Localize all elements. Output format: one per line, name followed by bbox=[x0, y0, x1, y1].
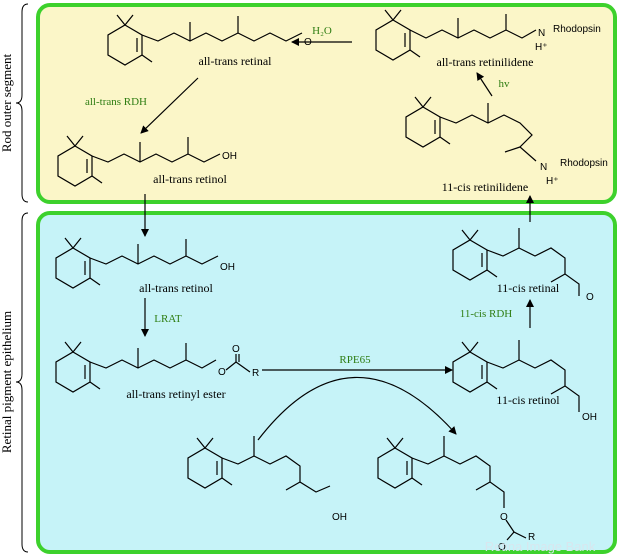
watermark: Retina Image Bank bbox=[485, 539, 596, 554]
all-trans-retinol-rod-structure bbox=[57, 135, 221, 187]
retinol-rod-oh: OH bbox=[222, 151, 237, 162]
all-trans-rdh-label: all-trans RDH bbox=[85, 96, 147, 108]
ester-r-group: R bbox=[252, 368, 259, 379]
bottom-cis-ester-structure bbox=[377, 436, 527, 541]
hv-label: hv bbox=[499, 78, 511, 90]
rpe65-curved-arrow bbox=[257, 376, 457, 441]
proton-top: H⁺ bbox=[535, 42, 548, 53]
cis-retinilidene-label: 11-cis retinilidene bbox=[442, 180, 529, 194]
lrat-label: LRAT bbox=[154, 313, 182, 325]
ester-ring-oxygen: O bbox=[218, 367, 226, 378]
retinyl-ester-structure bbox=[55, 341, 251, 393]
all-trans-retinal-structure bbox=[107, 14, 303, 66]
all-trans-rdh-arrow bbox=[140, 77, 199, 134]
proton-cis: H⁺ bbox=[546, 176, 559, 187]
rod-outer-segment-label: Rod outer segment bbox=[0, 54, 14, 153]
cis-retinal-label: 11-cis retinal bbox=[497, 281, 560, 295]
bottom-cis-retinol-oh: OH bbox=[332, 512, 347, 523]
rhodopsin-cis: Rhodopsin bbox=[560, 158, 608, 169]
cis-rdh-label: 11-cis RDH bbox=[460, 308, 513, 320]
rpe-panel bbox=[36, 211, 617, 554]
retinol-rpe-oh: OH bbox=[220, 262, 235, 273]
all-trans-retinilidene-label: all-trans retinilidene bbox=[437, 55, 534, 69]
all-trans-retinol-rod-label: all-trans retinol bbox=[153, 172, 227, 186]
all-trans-retinol-rpe-structure bbox=[55, 237, 219, 289]
bottom-ester-carbonyl-oxygen: O bbox=[498, 542, 506, 553]
cis-retinilidene-structure bbox=[405, 96, 537, 162]
hv-arrow bbox=[476, 72, 493, 97]
cis-retinol-structure bbox=[452, 340, 580, 412]
bottom-ester-r-group: R bbox=[528, 532, 535, 543]
all-trans-retinol-rpe-label: all-trans retinol bbox=[139, 281, 213, 295]
bottom-cis-retinol-structure bbox=[187, 436, 331, 493]
bottom-ester-oxygen: O bbox=[500, 512, 508, 523]
rhodopsin-top: Rhodopsin bbox=[553, 24, 601, 35]
rod-brace bbox=[15, 3, 29, 203]
ester-carbonyl-oxygen: O bbox=[232, 344, 240, 355]
rod-outer-segment-panel bbox=[36, 3, 617, 204]
cis-retinal-structure bbox=[452, 228, 580, 296]
cis-retinal-oxygen: O bbox=[586, 292, 594, 303]
retinyl-ester-label: all-trans retinyl ester bbox=[126, 387, 225, 401]
h2o-label: H₂O bbox=[312, 25, 332, 37]
rpe-label: Retinal pigment epithelium bbox=[0, 311, 14, 453]
rpe-brace bbox=[15, 212, 29, 553]
cis-retinol-oh: OH bbox=[582, 412, 597, 423]
all-trans-retinal-label: all-trans retinal bbox=[199, 54, 273, 68]
retinilidene-nitrogen: N bbox=[538, 28, 545, 39]
rpe65-label: RPE65 bbox=[339, 354, 371, 366]
cis-retinilidene-nitrogen: N bbox=[540, 162, 547, 173]
cis-retinol-label: 11-cis retinol bbox=[496, 393, 560, 407]
all-trans-retinilidene-structure bbox=[375, 9, 537, 61]
